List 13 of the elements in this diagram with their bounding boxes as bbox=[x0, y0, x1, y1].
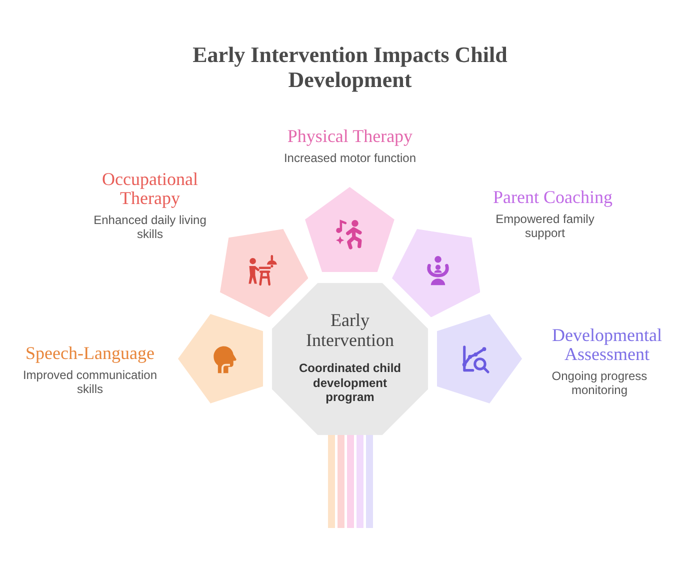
service-description: Improved communication skills bbox=[22, 368, 158, 396]
service-title: Developmental Assessment bbox=[551, 326, 663, 364]
service-description: Enhanced daily living skills bbox=[92, 213, 208, 241]
service-title: Physical Therapy bbox=[287, 127, 413, 146]
center-description: Coordinated child development program bbox=[298, 361, 402, 404]
service-title: Occupational Therapy bbox=[101, 170, 199, 208]
service-description: Empowered family support bbox=[494, 212, 596, 240]
service-title: Speech-Language bbox=[26, 344, 154, 363]
service-title: Parent Coaching bbox=[492, 188, 612, 207]
service-description: Increased motor function bbox=[284, 151, 416, 165]
service-description: Ongoing progress monitoring bbox=[550, 368, 648, 397]
diagram-title: Early Intervention Impacts Child Development bbox=[192, 42, 508, 92]
center-title: Early Intervention bbox=[305, 310, 395, 350]
